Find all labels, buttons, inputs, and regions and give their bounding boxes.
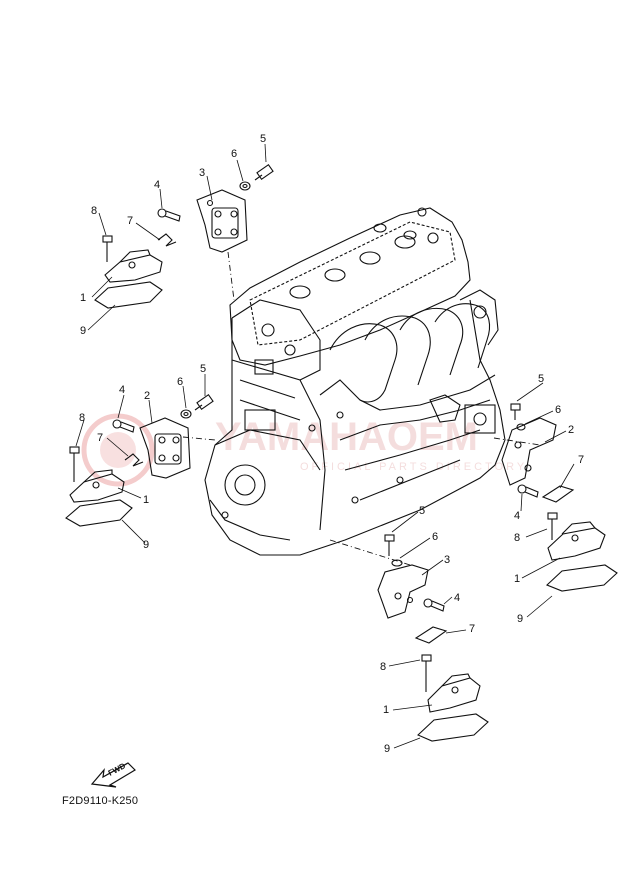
- clip-part: [124, 453, 144, 467]
- callout-5: 5: [200, 363, 206, 375]
- callout-4: 4: [514, 510, 520, 522]
- callout-9: 9: [384, 743, 390, 755]
- callout-1: 1: [383, 704, 389, 716]
- callout-1: 1: [514, 573, 520, 585]
- callout-4: 4: [154, 179, 160, 191]
- callout-labels: 3 6 5 4 7 8 1 9 2 6 5 4 7 8 1 9 5 6 2 7 …: [79, 133, 584, 755]
- callout-5: 5: [538, 373, 544, 385]
- callout-7: 7: [578, 454, 584, 466]
- svg-text:OFFICIAL PARTS DIRECTORY: OFFICIAL PARTS DIRECTORY: [300, 461, 527, 473]
- callout-6: 6: [177, 376, 183, 388]
- bolt-part: [112, 419, 135, 433]
- washer-part: [391, 559, 403, 567]
- plate-part: [545, 564, 618, 592]
- callout-2: 2: [568, 424, 574, 436]
- callout-leaders: [75, 143, 575, 749]
- callout-9: 9: [80, 325, 86, 337]
- shim-part: [414, 626, 448, 644]
- shim-part: [541, 485, 575, 503]
- bolt-part: [421, 654, 432, 692]
- mount-assembly-top-left: [94, 163, 274, 309]
- bolt-part: [510, 403, 521, 420]
- callout-7: 7: [469, 623, 475, 635]
- bolt-part: [69, 446, 80, 482]
- callout-2: 2: [144, 390, 150, 402]
- callout-5: 5: [260, 133, 266, 145]
- callout-8: 8: [380, 661, 386, 673]
- bolt-part: [547, 512, 558, 540]
- callout-5: 5: [419, 505, 425, 517]
- clip-part: [157, 233, 177, 247]
- fwd-arrow-icon: FWD: [90, 761, 136, 788]
- mount-assembly-bottom-center: [377, 534, 489, 742]
- mount-part: [547, 527, 606, 561]
- bolt-part: [384, 534, 395, 556]
- watermark: YAMAHAOEM OFFICIAL PARTS DIRECTORY: [81, 413, 527, 487]
- callout-8: 8: [514, 532, 520, 544]
- mount-part: [427, 677, 481, 713]
- callout-6: 6: [555, 404, 561, 416]
- callout-9: 9: [143, 539, 149, 551]
- washer-part: [239, 181, 251, 191]
- bolt-part: [102, 235, 113, 262]
- callout-3: 3: [444, 554, 450, 566]
- plate-part: [417, 713, 489, 742]
- callout-4: 4: [119, 384, 125, 396]
- bolt-part: [423, 598, 445, 612]
- callout-8: 8: [91, 205, 97, 217]
- bracket-part: [501, 417, 557, 486]
- bolt-part: [517, 484, 539, 498]
- callout-4: 4: [454, 592, 460, 604]
- mount-assembly-mid-left: [65, 393, 214, 527]
- plate-part: [65, 499, 133, 527]
- callout-7: 7: [97, 432, 103, 444]
- callout-7: 7: [127, 215, 133, 227]
- callout-1: 1: [143, 494, 149, 506]
- mount-assembly-right: [501, 403, 618, 592]
- engine-block: [204, 207, 506, 556]
- bracket-part: [139, 417, 191, 479]
- bolt-part: [194, 393, 214, 411]
- washer-part: [180, 409, 192, 419]
- bolt-part: [254, 163, 274, 181]
- callout-8: 8: [79, 412, 85, 424]
- washer-part: [516, 423, 526, 431]
- diagram-code: F2D9110-K250: [62, 795, 139, 807]
- callout-6: 6: [432, 531, 438, 543]
- bolt-part: [157, 208, 181, 222]
- mount-part: [69, 473, 125, 503]
- callout-9: 9: [517, 613, 523, 625]
- plate-part: [94, 281, 163, 309]
- callout-3: 3: [199, 167, 205, 179]
- callout-6: 6: [231, 148, 237, 160]
- mount-part: [104, 254, 163, 283]
- bracket-part: [377, 564, 429, 619]
- callout-1: 1: [80, 292, 86, 304]
- bracket-part: [196, 189, 248, 253]
